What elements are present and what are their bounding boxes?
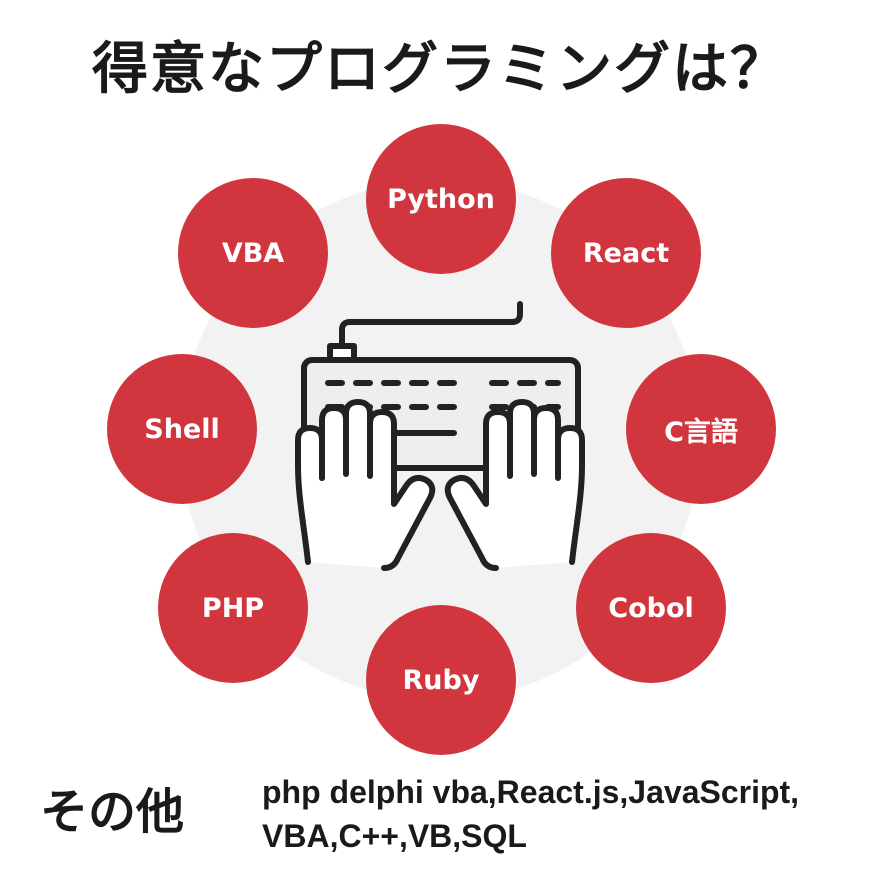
language-c[interactable]: C言語	[626, 354, 776, 504]
keyboard-typing-hands-icon	[295, 301, 585, 571]
language-ruby[interactable]: Ruby	[366, 605, 516, 755]
other-label: その他	[40, 784, 185, 840]
language-vba[interactable]: VBA	[178, 178, 328, 328]
language-shell[interactable]: Shell	[107, 354, 257, 504]
language-python[interactable]: Python	[366, 124, 516, 274]
language-react[interactable]: React	[551, 178, 701, 328]
other-languages-text: php delphi vba,React.js,JavaScript, VBA,…	[262, 774, 800, 854]
language-php[interactable]: PHP	[158, 533, 308, 683]
language-cobol[interactable]: Cobol	[576, 533, 726, 683]
right-hand-icon	[444, 399, 585, 571]
page-title: 得意なプログラミングは？	[92, 37, 788, 102]
keyboard-cable	[339, 301, 523, 353]
left-hand-icon	[295, 399, 436, 571]
